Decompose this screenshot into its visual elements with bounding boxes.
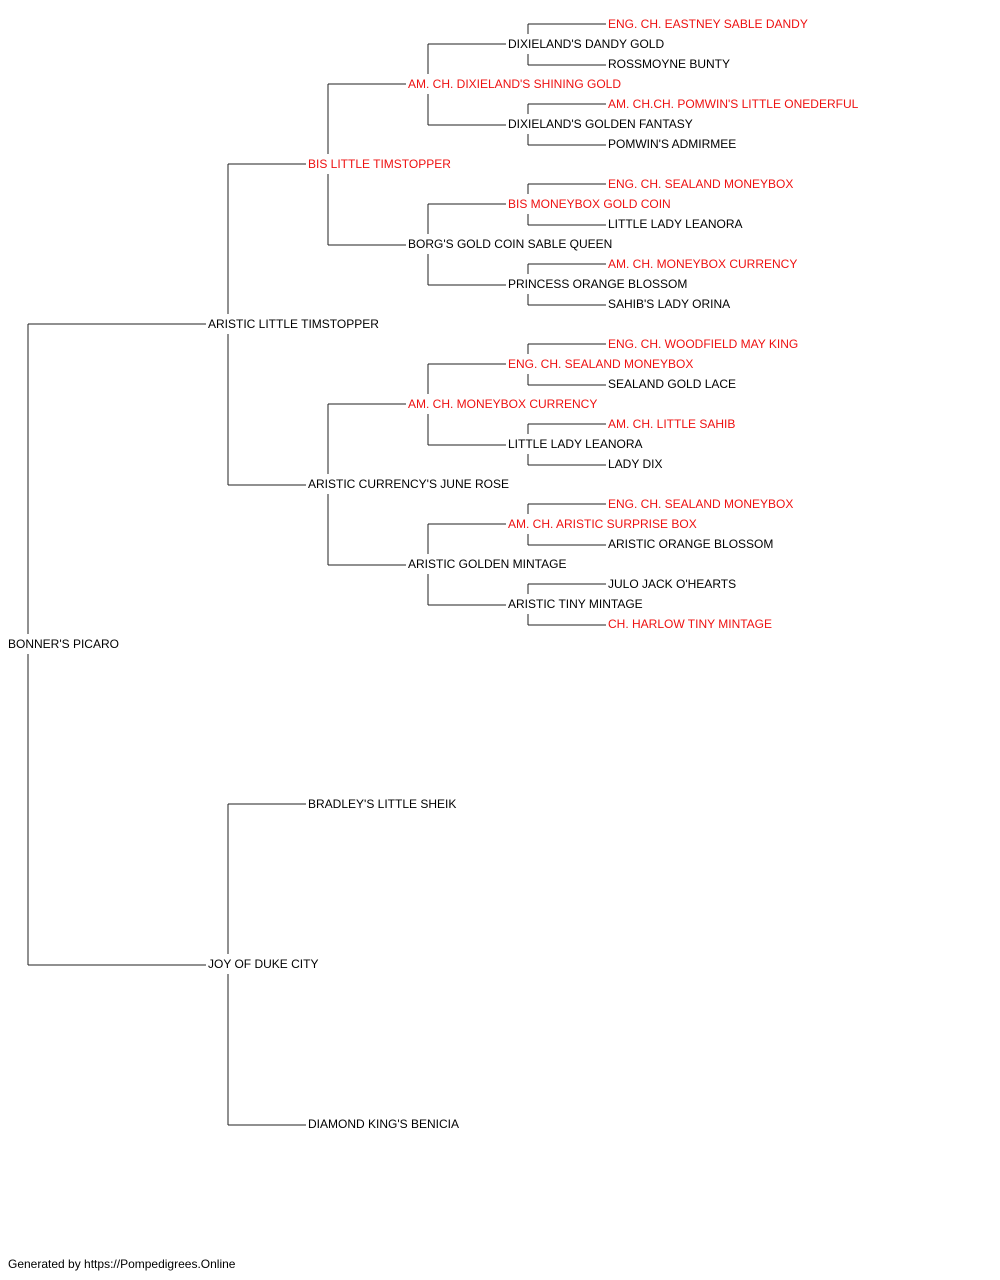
pedigree-name: BRADLEY'S LITTLE SHEIK (308, 797, 456, 811)
pedigree-name: AM. CH.CH. POMWIN'S LITTLE ONEDERFUL (608, 97, 859, 111)
pedigree-name: POMWIN'S ADMIRMEE (608, 137, 736, 151)
pedigree-name: ARISTIC GOLDEN MINTAGE (408, 557, 566, 571)
pedigree-name: BONNER'S PICARO (8, 637, 119, 651)
pedigree-name: JOY OF DUKE CITY (208, 957, 318, 971)
pedigree-name: DIXIELAND'S DANDY GOLD (508, 37, 664, 51)
pedigree-name: ENG. CH. SEALAND MONEYBOX (608, 497, 793, 511)
pedigree-name: LADY DIX (608, 457, 662, 471)
pedigree-name: AM. CH. DIXIELAND'S SHINING GOLD (408, 77, 621, 91)
pedigree-name: JULO JACK O'HEARTS (608, 577, 736, 591)
pedigree-name: CH. HARLOW TINY MINTAGE (608, 617, 772, 631)
pedigree-name: BORG'S GOLD COIN SABLE QUEEN (408, 237, 612, 251)
pedigree-name: DIAMOND KING'S BENICIA (308, 1117, 459, 1131)
pedigree-name: ENG. CH. SEALAND MONEYBOX (608, 177, 793, 191)
pedigree-name: ARISTIC CURRENCY'S JUNE ROSE (308, 477, 509, 491)
pedigree-name: AM. CH. MONEYBOX CURRENCY (608, 257, 797, 271)
footer-credit: Generated by https://Pompedigrees.Online (8, 1257, 236, 1271)
pedigree-name: AM. CH. LITTLE SAHIB (608, 417, 735, 431)
pedigree-name: LITTLE LADY LEANORA (508, 437, 643, 451)
pedigree-name: SAHIB'S LADY ORINA (608, 297, 730, 311)
pedigree-name: PRINCESS ORANGE BLOSSOM (508, 277, 687, 291)
pedigree-name: ARISTIC TINY MINTAGE (508, 597, 643, 611)
pedigree-name: LITTLE LADY LEANORA (608, 217, 743, 231)
pedigree-name: ENG. CH. EASTNEY SABLE DANDY (608, 17, 808, 31)
pedigree-name: AM. CH. ARISTIC SURPRISE BOX (508, 517, 697, 531)
pedigree-name: ENG. CH. SEALAND MONEYBOX (508, 357, 693, 371)
pedigree-name: BIS MONEYBOX GOLD COIN (508, 197, 671, 211)
pedigree-name: DIXIELAND'S GOLDEN FANTASY (508, 117, 693, 131)
pedigree-name: ARISTIC ORANGE BLOSSOM (608, 537, 773, 551)
pedigree-name: ROSSMOYNE BUNTY (608, 57, 730, 71)
pedigree-name: AM. CH. MONEYBOX CURRENCY (408, 397, 597, 411)
pedigree-name: ENG. CH. WOODFIELD MAY KING (608, 337, 798, 351)
pedigree-name: SEALAND GOLD LACE (608, 377, 736, 391)
pedigree-name: ARISTIC LITTLE TIMSTOPPER (208, 317, 379, 331)
pedigree-name: BIS LITTLE TIMSTOPPER (308, 157, 451, 171)
